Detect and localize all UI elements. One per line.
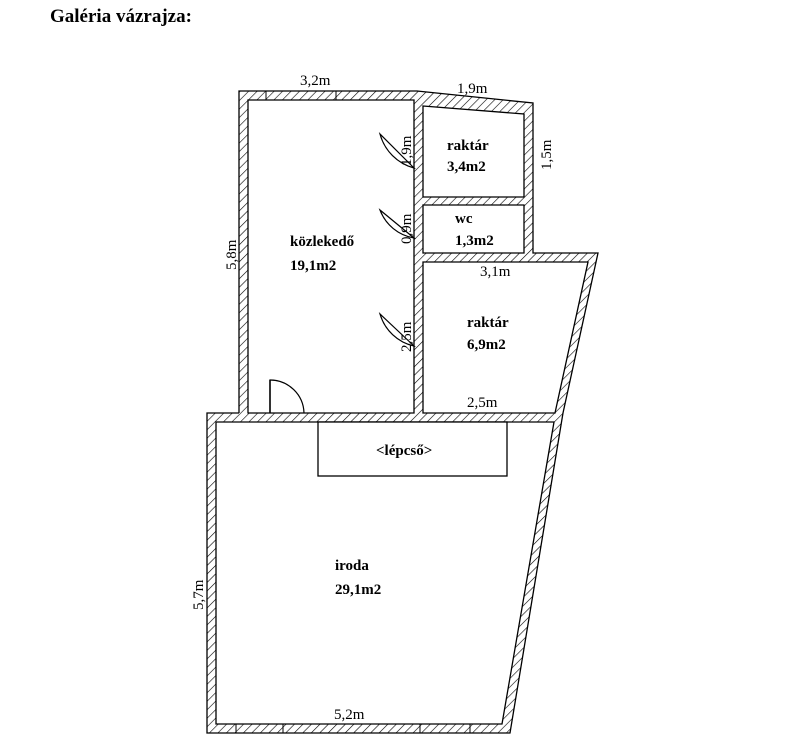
room-kozlekedo [247, 99, 415, 414]
dim-top-left: 3,2m [300, 73, 331, 89]
raktar-large-name: raktár [467, 315, 509, 331]
door-raktar-large [378, 312, 417, 348]
dim-raktar-right: 1,5m [539, 139, 555, 170]
stairs-box [317, 421, 508, 477]
windows [235, 91, 471, 733]
iroda-name: iroda [335, 558, 369, 574]
door-wc [378, 208, 417, 239]
doors [269, 131, 417, 414]
dim-door-raktar-large: 2,5m [399, 321, 415, 352]
door-iroda [269, 379, 305, 414]
raktar-large-area: 6,9m2 [467, 337, 506, 353]
room-raktar-small [422, 105, 525, 198]
iroda-area: 29,1m2 [335, 582, 381, 598]
wc-name: wc [455, 211, 473, 227]
kozlekedo-name: közlekedő [290, 234, 355, 250]
door-raktar-small [378, 131, 417, 170]
raktar-small-name: raktár [447, 138, 489, 154]
room-raktar-large [422, 261, 589, 414]
walls [206, 90, 599, 734]
dim-top-right: 1,9m [457, 81, 488, 97]
dim-iroda-left: 5,7m [191, 579, 207, 610]
kozlekedo-area: 19,1m2 [290, 258, 336, 274]
stairs-label: <lépcső> [376, 443, 432, 459]
dim-door-raktar: 1,9m [399, 135, 415, 166]
dim-raktar-large-top: 3,1m [480, 264, 511, 280]
room-wc [422, 204, 525, 254]
raktar-small-area: 3,4m2 [447, 159, 486, 175]
dim-raktar-large-bottom: 2,5m [467, 395, 498, 411]
dim-iroda-bottom: 5,2m [334, 707, 365, 723]
dim-kozlekedo-left: 5,8m [224, 239, 240, 270]
page-title: Galéria vázrajza: [50, 6, 192, 27]
dim-door-wc: 0,9m [399, 213, 415, 244]
wc-area: 1,3m2 [455, 233, 494, 249]
